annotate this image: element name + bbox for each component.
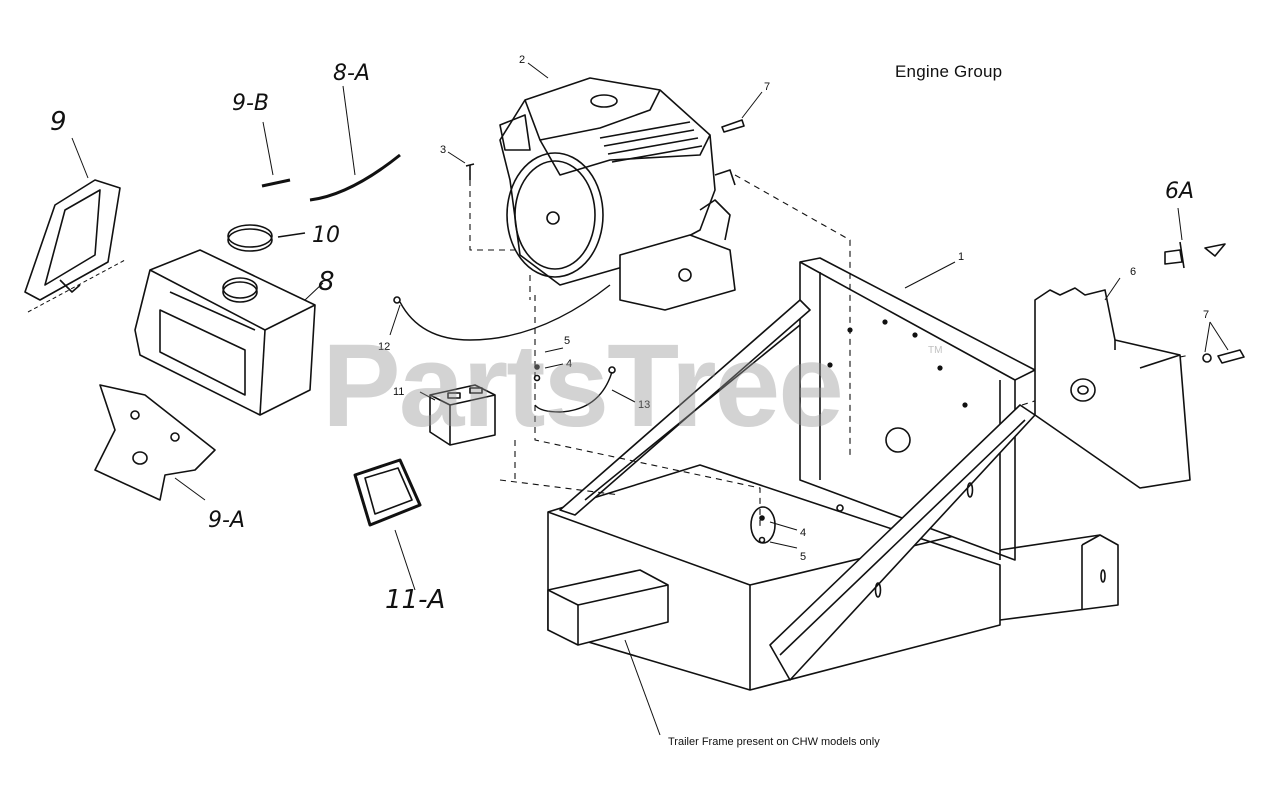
trailer-frame-note: Trailer Frame present on CHW models only bbox=[668, 736, 880, 748]
cable-part-13 bbox=[534, 366, 616, 413]
leader-lines bbox=[71, 62, 1229, 736]
callout-12: 12 bbox=[378, 341, 390, 353]
gas-cap bbox=[227, 224, 306, 252]
callout-1: 1 bbox=[958, 251, 964, 263]
callout-13: 13 bbox=[638, 399, 650, 411]
callout-4-base: 4 bbox=[800, 527, 806, 539]
callout-5-base: 5 bbox=[800, 551, 806, 563]
battery-tray bbox=[353, 458, 422, 527]
callout-9b: 9-B bbox=[232, 91, 269, 116]
callout-3: 3 bbox=[440, 144, 446, 156]
tank-pad bbox=[94, 384, 216, 501]
callout-7-top: 7 bbox=[764, 81, 770, 93]
main-frame bbox=[547, 257, 1119, 691]
callout-6a: 6A bbox=[1165, 179, 1194, 204]
screw-part-3 bbox=[465, 163, 475, 180]
callout-10: 10 bbox=[312, 223, 340, 248]
bolt-part-7-top bbox=[721, 119, 745, 133]
fuel-tank bbox=[134, 249, 316, 416]
callout-11: 11 bbox=[393, 386, 404, 398]
callout-8: 8 bbox=[318, 267, 335, 297]
callout-9a: 9-A bbox=[208, 508, 245, 533]
callout-4-left: 4 bbox=[566, 358, 572, 370]
fasteners-4-5-base bbox=[758, 515, 766, 544]
engine bbox=[499, 77, 736, 311]
bracket-part-6a bbox=[1164, 241, 1226, 269]
callout-8a: 8-A bbox=[333, 61, 370, 86]
battery bbox=[429, 384, 496, 446]
cable-part-12 bbox=[393, 284, 611, 341]
callout-2: 2 bbox=[519, 54, 525, 66]
callout-5-left: 5 bbox=[564, 335, 570, 347]
callout-7-right: 7 bbox=[1203, 309, 1209, 321]
watermark-trademark: TM bbox=[928, 345, 943, 356]
clamp-part-9b bbox=[261, 178, 291, 188]
callout-11a: 11-A bbox=[385, 585, 445, 615]
fasteners-4-5-left bbox=[533, 364, 541, 382]
fuel-line bbox=[309, 153, 401, 202]
bolt-part-7-right bbox=[1202, 349, 1245, 364]
diagram-title: Engine Group bbox=[895, 62, 1003, 81]
callout-9: 9 bbox=[50, 107, 67, 137]
callout-6: 6 bbox=[1130, 266, 1136, 278]
plate-part-6 bbox=[1034, 287, 1191, 489]
tank-strap bbox=[24, 179, 126, 313]
